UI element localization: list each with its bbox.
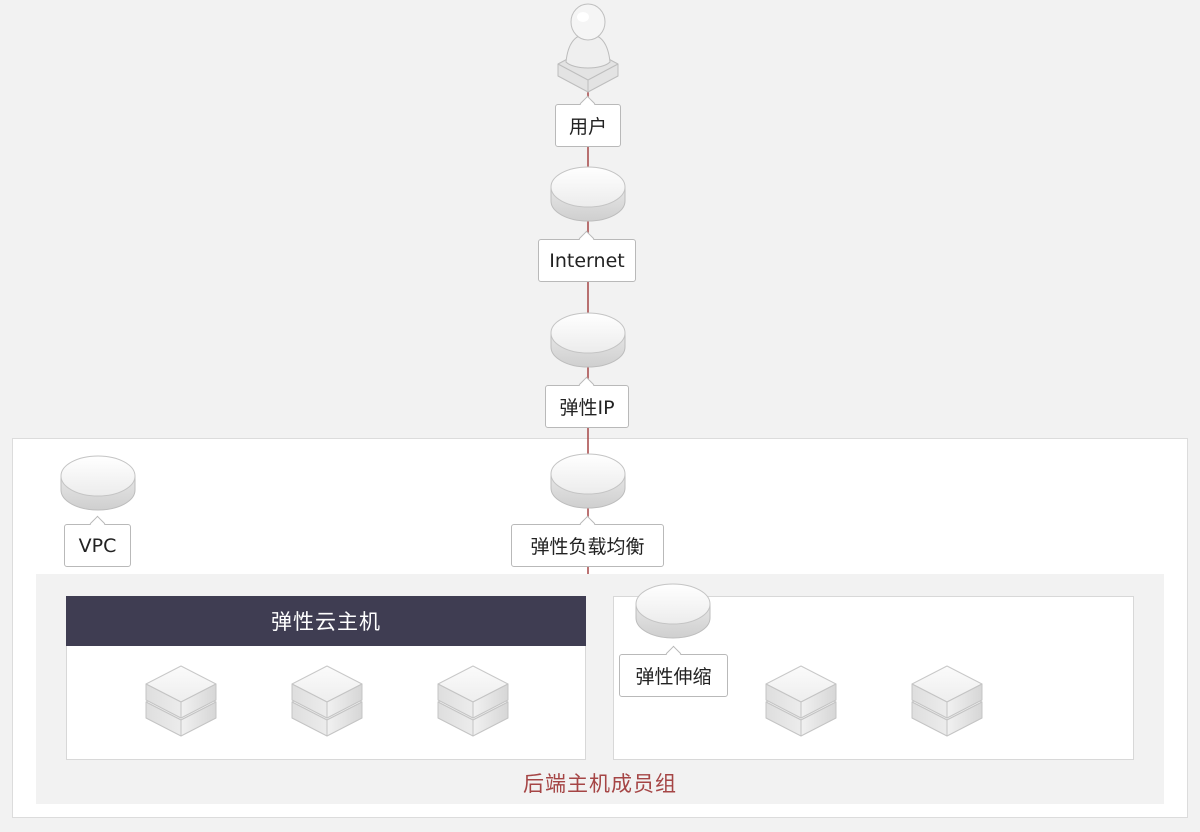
load-balancer-disc-icon	[550, 453, 626, 509]
load-balancer-label: 弹性负载均衡	[511, 524, 664, 567]
vpc-disc-icon	[60, 455, 136, 511]
ecs-panel-title: 弹性云主机	[66, 596, 586, 646]
cloud-disc-icon	[550, 166, 626, 222]
backend-group-label: 后端主机成员组	[523, 772, 677, 796]
user-icon	[557, 3, 619, 93]
eip-disc-icon	[550, 312, 626, 368]
user-label: 用户	[555, 104, 621, 147]
autoscaling-disc-icon	[635, 583, 711, 639]
server-icon	[146, 666, 216, 736]
server-icon	[912, 666, 982, 736]
autoscaling-label: 弹性伸缩	[619, 654, 728, 697]
server-icon	[438, 666, 508, 736]
server-icon	[766, 666, 836, 736]
eip-label: 弹性IP	[545, 385, 629, 428]
server-icon	[292, 666, 362, 736]
internet-label: Internet	[538, 239, 636, 282]
vpc-label: VPC	[64, 524, 131, 567]
